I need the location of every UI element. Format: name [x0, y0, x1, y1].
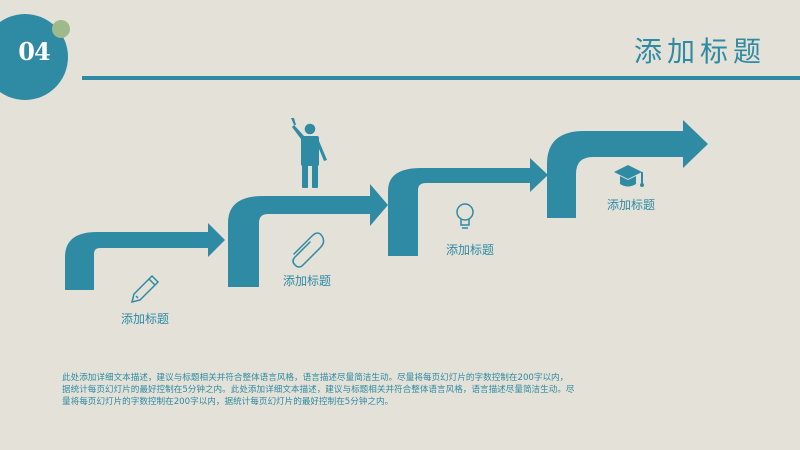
arrow-step-1 — [65, 223, 225, 290]
waving-person-icon — [291, 118, 327, 188]
lightbulb-icon — [456, 203, 474, 229]
description-line: 据统计每页幻灯片的最好控制在5分钟之内。此处添加详细文本描述，建议与标题相关并符… — [62, 385, 575, 395]
step-label-1: 添加标题 — [121, 312, 170, 326]
slide-title: 添加标题 — [633, 35, 766, 68]
step-label-4: 添加标题 — [607, 198, 656, 212]
arrow-step-2 — [228, 184, 388, 287]
arrow-step-4 — [547, 120, 708, 218]
step-label-2: 添加标题 — [283, 274, 332, 288]
pencil-icon — [130, 274, 160, 304]
step-label-3: 添加标题 — [446, 243, 495, 257]
arrow-step-3 — [388, 158, 548, 256]
graduation-cap-icon — [614, 165, 644, 187]
description-text: 此处添加详细文本描述，建议与标题相关并符合整体语言风格，语言描述尽量简洁生动。尽… — [62, 372, 724, 408]
slide-number: 04 — [18, 37, 50, 66]
description-line: 此处添加详细文本描述，建议与标题相关并符合整体语言风格，语言描述尽量简洁生动。尽… — [62, 373, 569, 383]
paperclip-icon — [292, 232, 325, 268]
description-line: 量将每页幻灯片的字数控制在200字以内，据统计每页幻灯片的最好控制在5分钟之内。 — [62, 397, 394, 407]
badge-accent-dot — [52, 20, 70, 38]
title-rule — [82, 76, 800, 80]
